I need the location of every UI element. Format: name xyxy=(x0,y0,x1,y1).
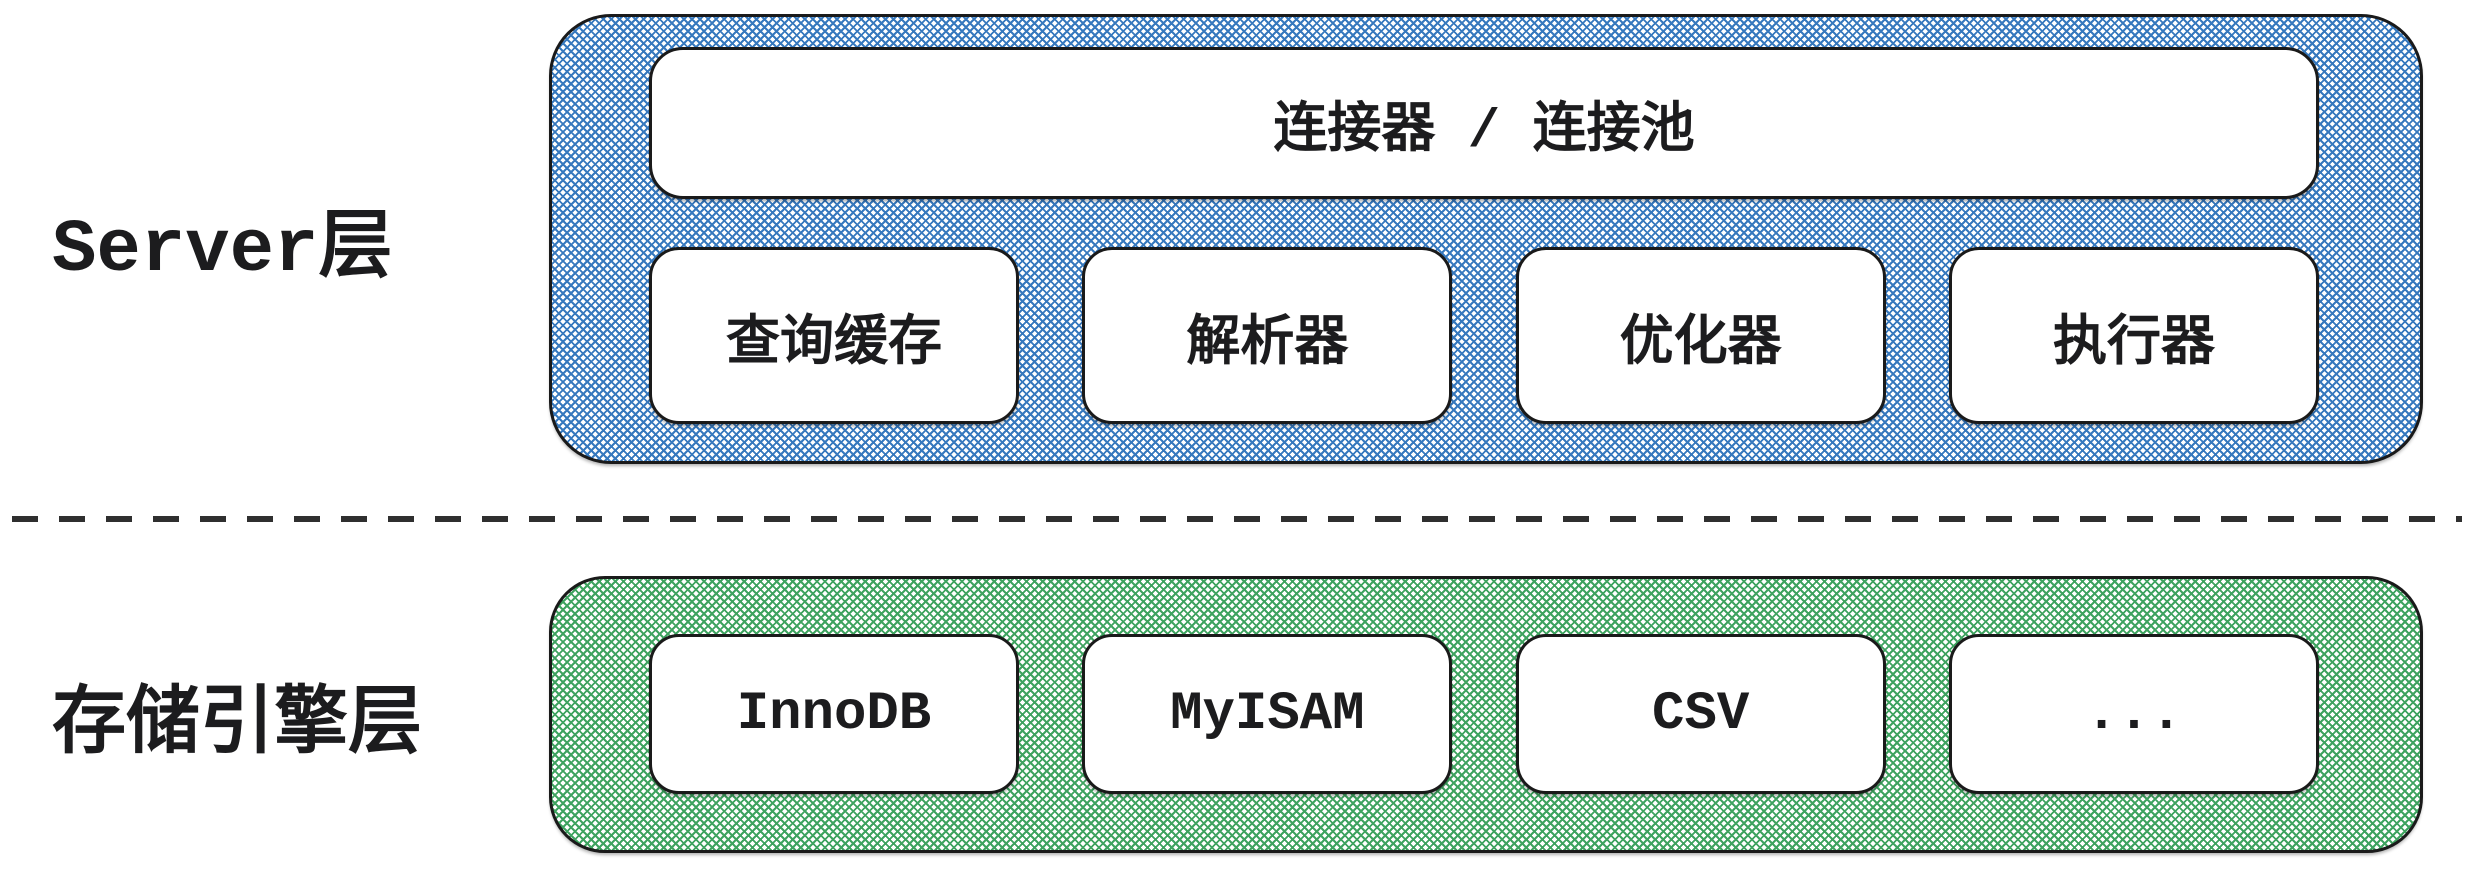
connector-pool-label: 连接器 / 连接池 xyxy=(1273,102,1695,163)
storage-layer-label: 存储引擎层 xyxy=(52,684,422,769)
server-layer-label: Server层 xyxy=(52,209,393,293)
innodb-box: InnoDB xyxy=(649,634,1019,794)
myisam-box: MyISAM xyxy=(1082,634,1453,794)
executor-label: 执行器 xyxy=(2052,314,2215,376)
myisam-label: MyISAM xyxy=(1170,683,1365,745)
other-engines-label: ... xyxy=(2085,683,2183,745)
parser-box: 解析器 xyxy=(1082,247,1453,424)
storage-layer-container: InnoDB MyISAM CSV ... xyxy=(549,576,2423,853)
parser-label: 解析器 xyxy=(1186,314,1349,376)
optimizer-label: 优化器 xyxy=(1619,314,1782,376)
query-cache-label: 查询缓存 xyxy=(726,314,942,376)
csv-label: CSV xyxy=(1652,683,1750,745)
csv-box: CSV xyxy=(1515,634,1886,794)
server-layer-container: 连接器 / 连接池 查询缓存 解析器 优化器 执行器 xyxy=(549,14,2423,464)
query-cache-box: 查询缓存 xyxy=(649,247,1019,424)
server-components-row: 查询缓存 解析器 优化器 执行器 xyxy=(649,247,2319,424)
other-engines-box: ... xyxy=(1948,634,2319,794)
innodb-label: InnoDB xyxy=(736,683,932,745)
optimizer-box: 优化器 xyxy=(1515,247,1886,424)
executor-box: 执行器 xyxy=(1948,247,2319,424)
layer-divider xyxy=(12,516,2462,522)
connector-pool-box: 连接器 / 连接池 xyxy=(649,47,2319,199)
storage-engines-row: InnoDB MyISAM CSV ... xyxy=(649,634,2319,794)
